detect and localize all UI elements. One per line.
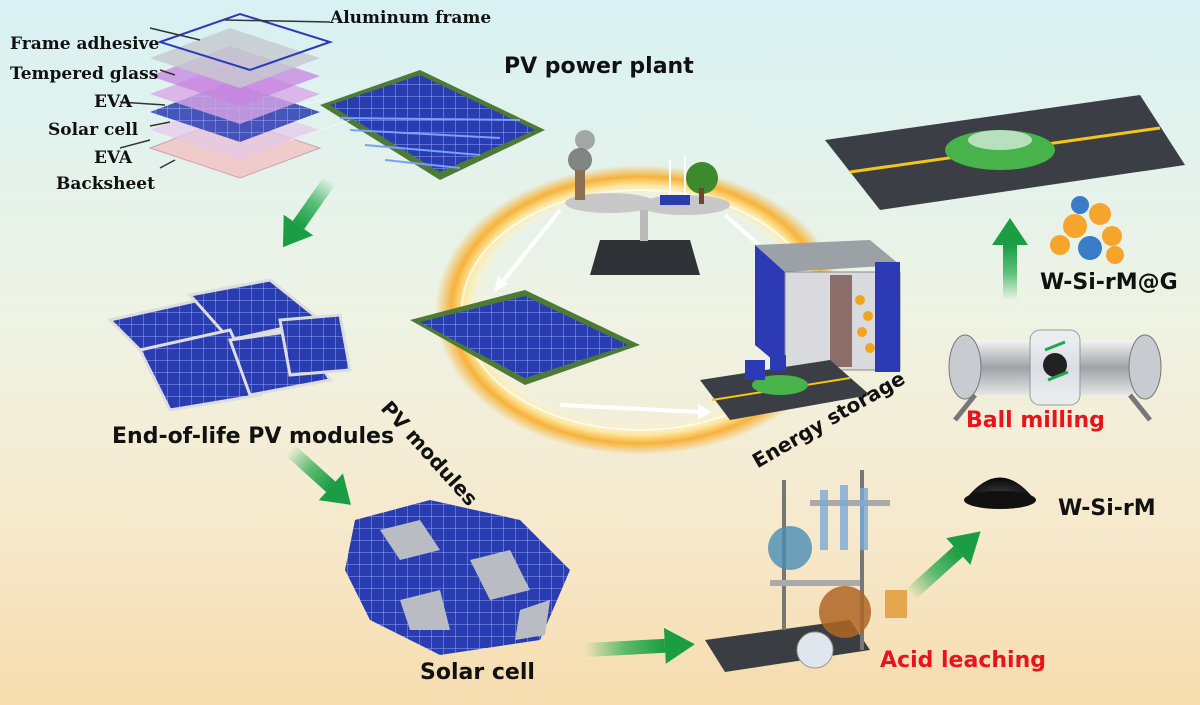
w-si-rm-powder <box>964 477 1036 509</box>
label-pv-power-plant: PV power plant <box>504 54 694 79</box>
balance-scale-illustration <box>565 130 730 275</box>
label-frame-adhesive: Frame adhesive <box>10 34 160 54</box>
module-layer-stack <box>119 12 334 179</box>
label-end-of-life-modules: End-of-life PV modules <box>112 424 395 449</box>
energy-storage-illustration <box>700 240 901 420</box>
acid-leaching-apparatus <box>705 470 907 672</box>
label-eva-bottom: EVA <box>94 148 133 168</box>
flow-arrow-5 <box>992 218 1028 300</box>
label-backsheet: Backsheet <box>56 174 155 194</box>
label-tempered-glass: Tempered glass <box>10 64 159 84</box>
flow-arrow-3 <box>584 627 695 664</box>
electric-car-road <box>825 95 1185 210</box>
label-ball-milling: Ball milling <box>966 408 1105 433</box>
crushed-solar-cells <box>345 500 570 655</box>
label-solar-cell-layer: Solar cell <box>48 120 139 140</box>
label-w-si-rm: W-Si-rM <box>1058 496 1156 521</box>
label-aluminum-frame: Aluminum frame <box>330 8 492 28</box>
end-of-life-modules-pile <box>107 278 352 412</box>
label-solar-cell: Solar cell <box>420 660 535 685</box>
flow-arrow-2 <box>285 444 351 505</box>
w-si-rm-g-composite <box>1050 196 1124 264</box>
flow-arrow-4 <box>905 531 981 601</box>
label-w-si-rm-g: W-Si-rM@G <box>1040 270 1178 295</box>
pv-power-plant-illustration <box>289 70 545 180</box>
label-eva-top: EVA <box>94 92 133 112</box>
ball-mill-illustration <box>948 329 1162 422</box>
label-acid-leaching: Acid leaching <box>880 648 1046 673</box>
flow-arrow-1 <box>282 175 336 248</box>
pv-modules-field <box>410 290 640 385</box>
